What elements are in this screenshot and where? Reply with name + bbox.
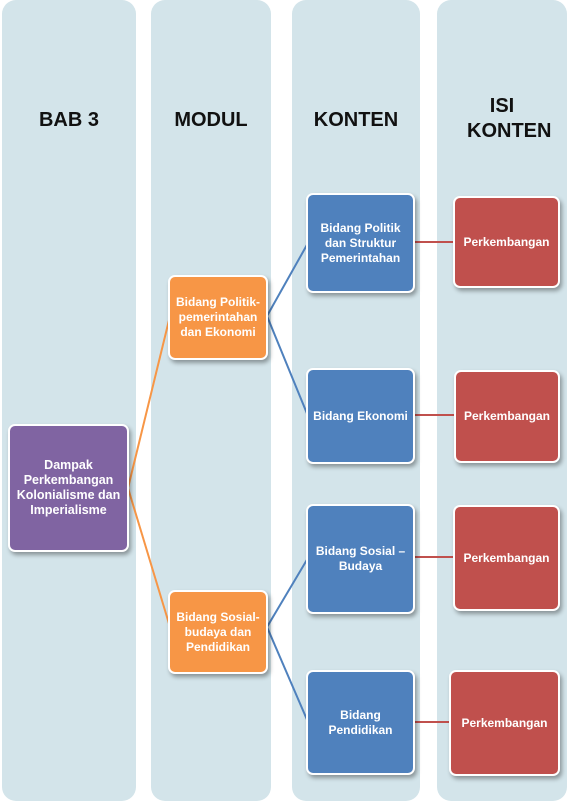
node-detail-3[interactable]: Perkembangan: [453, 505, 560, 611]
node-content-ekonomi[interactable]: Bidang Ekonomi: [306, 368, 415, 464]
node-content-politik[interactable]: Bidang Politik dan Struktur Pemerintahan: [306, 193, 415, 293]
connector-root-module-1: [127, 315, 171, 489]
column-header-modul: MODUL: [174, 109, 248, 131]
connector-module-2-content-4: [266, 626, 309, 723]
column-header-bab: BAB 3: [38, 109, 99, 131]
connector-module-1-content-2: [266, 315, 309, 417]
connector-root-module-2: [127, 487, 171, 628]
connector-module-2-content-3: [266, 557, 309, 628]
node-detail-4[interactable]: Perkembangan: [449, 670, 560, 776]
connector-module-1-content-1: [266, 242, 309, 317]
node-content-pendidikan[interactable]: Bidang Pendidikan: [306, 670, 415, 775]
column-header-konten: KONTEN: [313, 109, 399, 131]
node-root[interactable]: Dampak Perkembangan Kolonialisme dan Imp…: [8, 424, 129, 552]
node-module-politik-ekonomi[interactable]: Bidang Politik-pemerintahan dan Ekonomi: [168, 275, 268, 360]
node-module-sosial-pendidikan[interactable]: Bidang Sosial-budaya dan Pendidikan: [168, 590, 268, 674]
node-detail-2[interactable]: Perkembangan: [454, 370, 560, 463]
column-header-isi-konten: ISI KONTEN: [467, 95, 552, 142]
node-content-sosial-budaya[interactable]: Bidang Sosial – Budaya: [306, 504, 415, 614]
column-bab: BAB 3: [2, 0, 136, 801]
node-detail-1[interactable]: Perkembangan: [453, 196, 560, 288]
